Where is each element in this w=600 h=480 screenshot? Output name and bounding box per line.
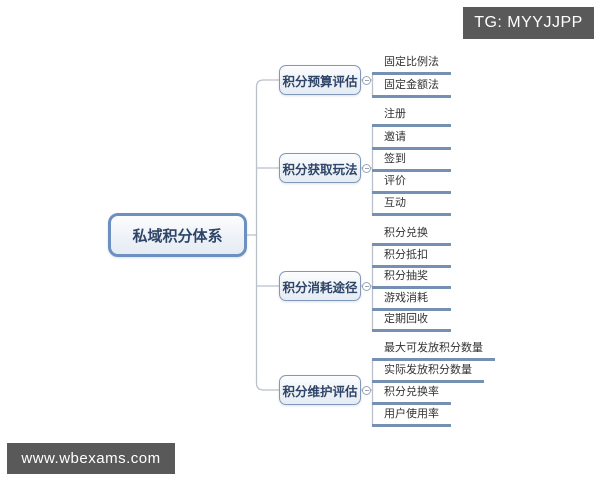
branch-node-earning[interactable]: 积分获取玩法 <box>279 153 361 183</box>
collapse-toggle-icon[interactable] <box>362 75 371 85</box>
subtopic[interactable]: 最大可发放积分数量 <box>372 338 495 361</box>
subtopic[interactable]: 定期回收 <box>372 309 451 332</box>
root-node[interactable]: 私域积分体系 <box>108 213 247 257</box>
website-watermark-badge: www.wbexams.com <box>7 443 175 474</box>
subtopic[interactable]: 积分抵扣 <box>372 245 451 268</box>
subtopic[interactable]: 评价 <box>372 171 451 194</box>
subtopic[interactable]: 用户使用率 <box>372 404 451 427</box>
branch-node-maintenance[interactable]: 积分维护评估 <box>279 375 361 405</box>
subtopic[interactable]: 注册 <box>372 104 451 127</box>
subtopic[interactable]: 固定金额法 <box>372 75 451 98</box>
subtopic[interactable]: 互动 <box>372 193 451 216</box>
telegram-watermark-badge: TG: MYYJJPP <box>463 7 594 39</box>
subtopic[interactable]: 游戏消耗 <box>372 288 451 311</box>
collapse-toggle-icon[interactable] <box>362 385 371 395</box>
subtopic[interactable]: 固定比例法 <box>372 52 451 75</box>
subtopic[interactable]: 签到 <box>372 149 451 172</box>
subtopic[interactable]: 积分兑换 <box>372 223 451 246</box>
branch-node-budget[interactable]: 积分预算评估 <box>279 65 361 95</box>
subtopic[interactable]: 实际发放积分数量 <box>372 360 484 383</box>
branch-node-consumption[interactable]: 积分消耗途径 <box>279 271 361 301</box>
collapse-toggle-icon[interactable] <box>362 281 371 291</box>
subtopic[interactable]: 积分抽奖 <box>372 266 451 289</box>
subtopic[interactable]: 邀请 <box>372 127 451 150</box>
subtopic[interactable]: 积分兑换率 <box>372 382 451 405</box>
collapse-toggle-icon[interactable] <box>362 163 371 173</box>
